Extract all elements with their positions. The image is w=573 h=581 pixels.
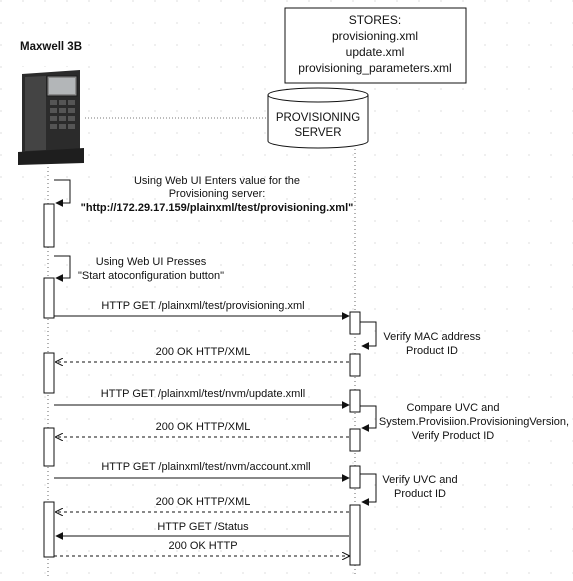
stores-file-3: provisioning_parameters.xml [298, 61, 451, 75]
server-note-1-line2: Product ID [406, 345, 458, 357]
self-call-enter-url [54, 179, 71, 207]
note-press-line1: Using Web UI Presses [96, 256, 207, 268]
phone-activation-2 [43, 277, 55, 319]
message-label-8: 200 OK HTTP [168, 540, 237, 552]
note-enter-line2: Provisioning server: [169, 188, 266, 200]
device-title: Maxwell 3B [20, 41, 82, 53]
server-self-call-3 [360, 473, 377, 506]
note-enter-url: "http://172.29.17.159/plainxml/test/prov… [81, 202, 354, 214]
server-note-2-line2: System.Provisiion.ProvisioningVersion, [379, 416, 569, 428]
message-label-1: HTTP GET /plainxml/test/provisioning.xml [101, 300, 304, 312]
phone-icon [17, 67, 84, 165]
server-note-2-line1: Compare UVC and [407, 402, 500, 414]
server-note-3-line1: Verify UVC and [382, 474, 457, 486]
server-activation-1b [349, 353, 361, 377]
server-activation-1a [349, 311, 361, 335]
server-activation-3b [349, 504, 361, 566]
message-label-7: HTTP GET /Status [157, 521, 249, 533]
server-activation-2a [349, 389, 361, 413]
provisioning-server-database: PROVISIONING SERVER [267, 87, 369, 149]
message-label-6: 200 OK HTTP/XML [156, 496, 251, 508]
server-self-call-1 [360, 321, 377, 350]
self-call-press-button [54, 255, 71, 282]
server-activation-3a [349, 465, 361, 489]
note-press-line2: "Start atoconfiguration button" [78, 270, 224, 282]
stores-file-1: provisioning.xml [332, 29, 418, 43]
phone-activation-1 [43, 203, 55, 248]
stores-heading: STORES: [349, 13, 401, 27]
message-label-5: HTTP GET /plainxml/test/nvm/account.xmll [101, 461, 310, 473]
server-activation-2b [349, 428, 361, 452]
phone-activation-3 [43, 352, 55, 394]
stores-box: STORES: provisioning.xml update.xml prov… [284, 7, 467, 84]
message-label-2: 200 OK HTTP/XML [156, 346, 251, 358]
server-note-3-line2: Product ID [394, 488, 446, 500]
message-label-3: HTTP GET /plainxml/test/nvm/update.xmll [101, 388, 305, 400]
server-note-1-line1: Verify MAC address [383, 331, 481, 343]
message-label-4: 200 OK HTTP/XML [156, 421, 251, 433]
server-note-2-line3: Verify Product ID [412, 430, 495, 442]
phone-activation-5 [43, 501, 55, 558]
stores-file-2: update.xml [346, 45, 405, 59]
phone-activation-4 [43, 427, 55, 467]
server-self-call-2 [360, 405, 377, 432]
note-enter-line1: Using Web UI Enters value for the [134, 175, 300, 187]
server-label-line2: SERVER [294, 127, 341, 139]
server-label-line1: PROVISIONING [276, 112, 360, 124]
